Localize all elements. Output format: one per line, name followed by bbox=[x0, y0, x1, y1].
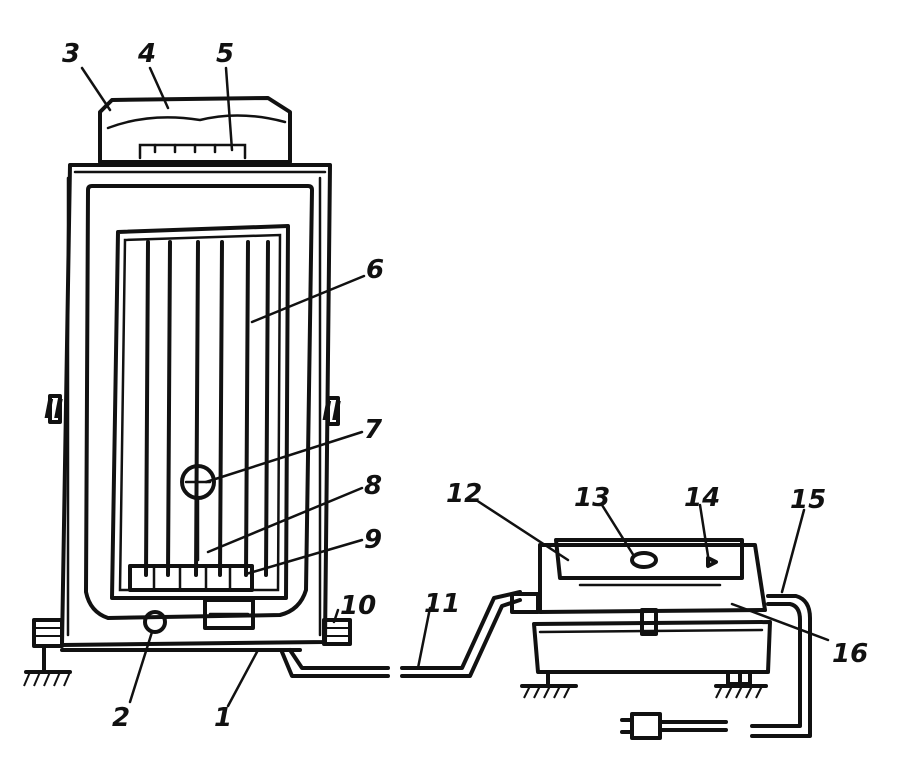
label-II-left: II bbox=[44, 395, 64, 425]
control-housing bbox=[538, 543, 767, 614]
label-9: 9 bbox=[364, 525, 382, 555]
label-15: 15 bbox=[790, 485, 826, 515]
label-7: 7 bbox=[364, 415, 383, 445]
lower-tank bbox=[532, 620, 772, 674]
control-feet bbox=[520, 670, 768, 699]
label-6: 6 bbox=[366, 255, 384, 285]
label-2: 2 bbox=[112, 703, 130, 733]
label-13: 13 bbox=[574, 483, 610, 513]
cabinet-unit bbox=[23, 96, 352, 687]
left-handle bbox=[48, 394, 62, 424]
control-panel bbox=[554, 538, 744, 580]
label-8: 8 bbox=[364, 471, 382, 501]
outlet-pipe bbox=[750, 602, 802, 728]
connecting-hose bbox=[280, 590, 522, 678]
control-unit bbox=[510, 538, 812, 740]
label-12: 12 bbox=[446, 479, 482, 509]
leader-lines bbox=[80, 66, 830, 708]
label-5: 5 bbox=[216, 39, 234, 69]
tank-valve bbox=[640, 608, 658, 636]
lid-bulge bbox=[106, 114, 287, 130]
indicator-lamp bbox=[630, 551, 658, 569]
lid bbox=[98, 96, 292, 164]
label-II-right: II bbox=[322, 397, 342, 427]
label-1: 1 bbox=[214, 703, 232, 733]
label-4: 4 bbox=[137, 39, 156, 69]
label-10: 10 bbox=[340, 591, 376, 621]
power-plug bbox=[620, 712, 728, 740]
label-16: 16 bbox=[832, 639, 868, 669]
drain-knob bbox=[143, 610, 167, 634]
inner-shell bbox=[84, 184, 314, 620]
lid-window bbox=[138, 143, 247, 160]
callout-labels: 3 4 5 6 7 8 9 10 11 12 13 14 15 16 2 1 I… bbox=[44, 39, 868, 733]
cabinet-feet bbox=[23, 618, 352, 687]
heating-elements bbox=[144, 240, 270, 577]
right-handle bbox=[326, 396, 340, 426]
label-14: 14 bbox=[684, 483, 720, 513]
label-11: 11 bbox=[424, 589, 460, 619]
switch bbox=[706, 556, 718, 568]
bottom-connector bbox=[203, 598, 255, 630]
chamber bbox=[110, 224, 290, 600]
terminal-block bbox=[128, 564, 254, 592]
label-3: 3 bbox=[62, 39, 80, 69]
